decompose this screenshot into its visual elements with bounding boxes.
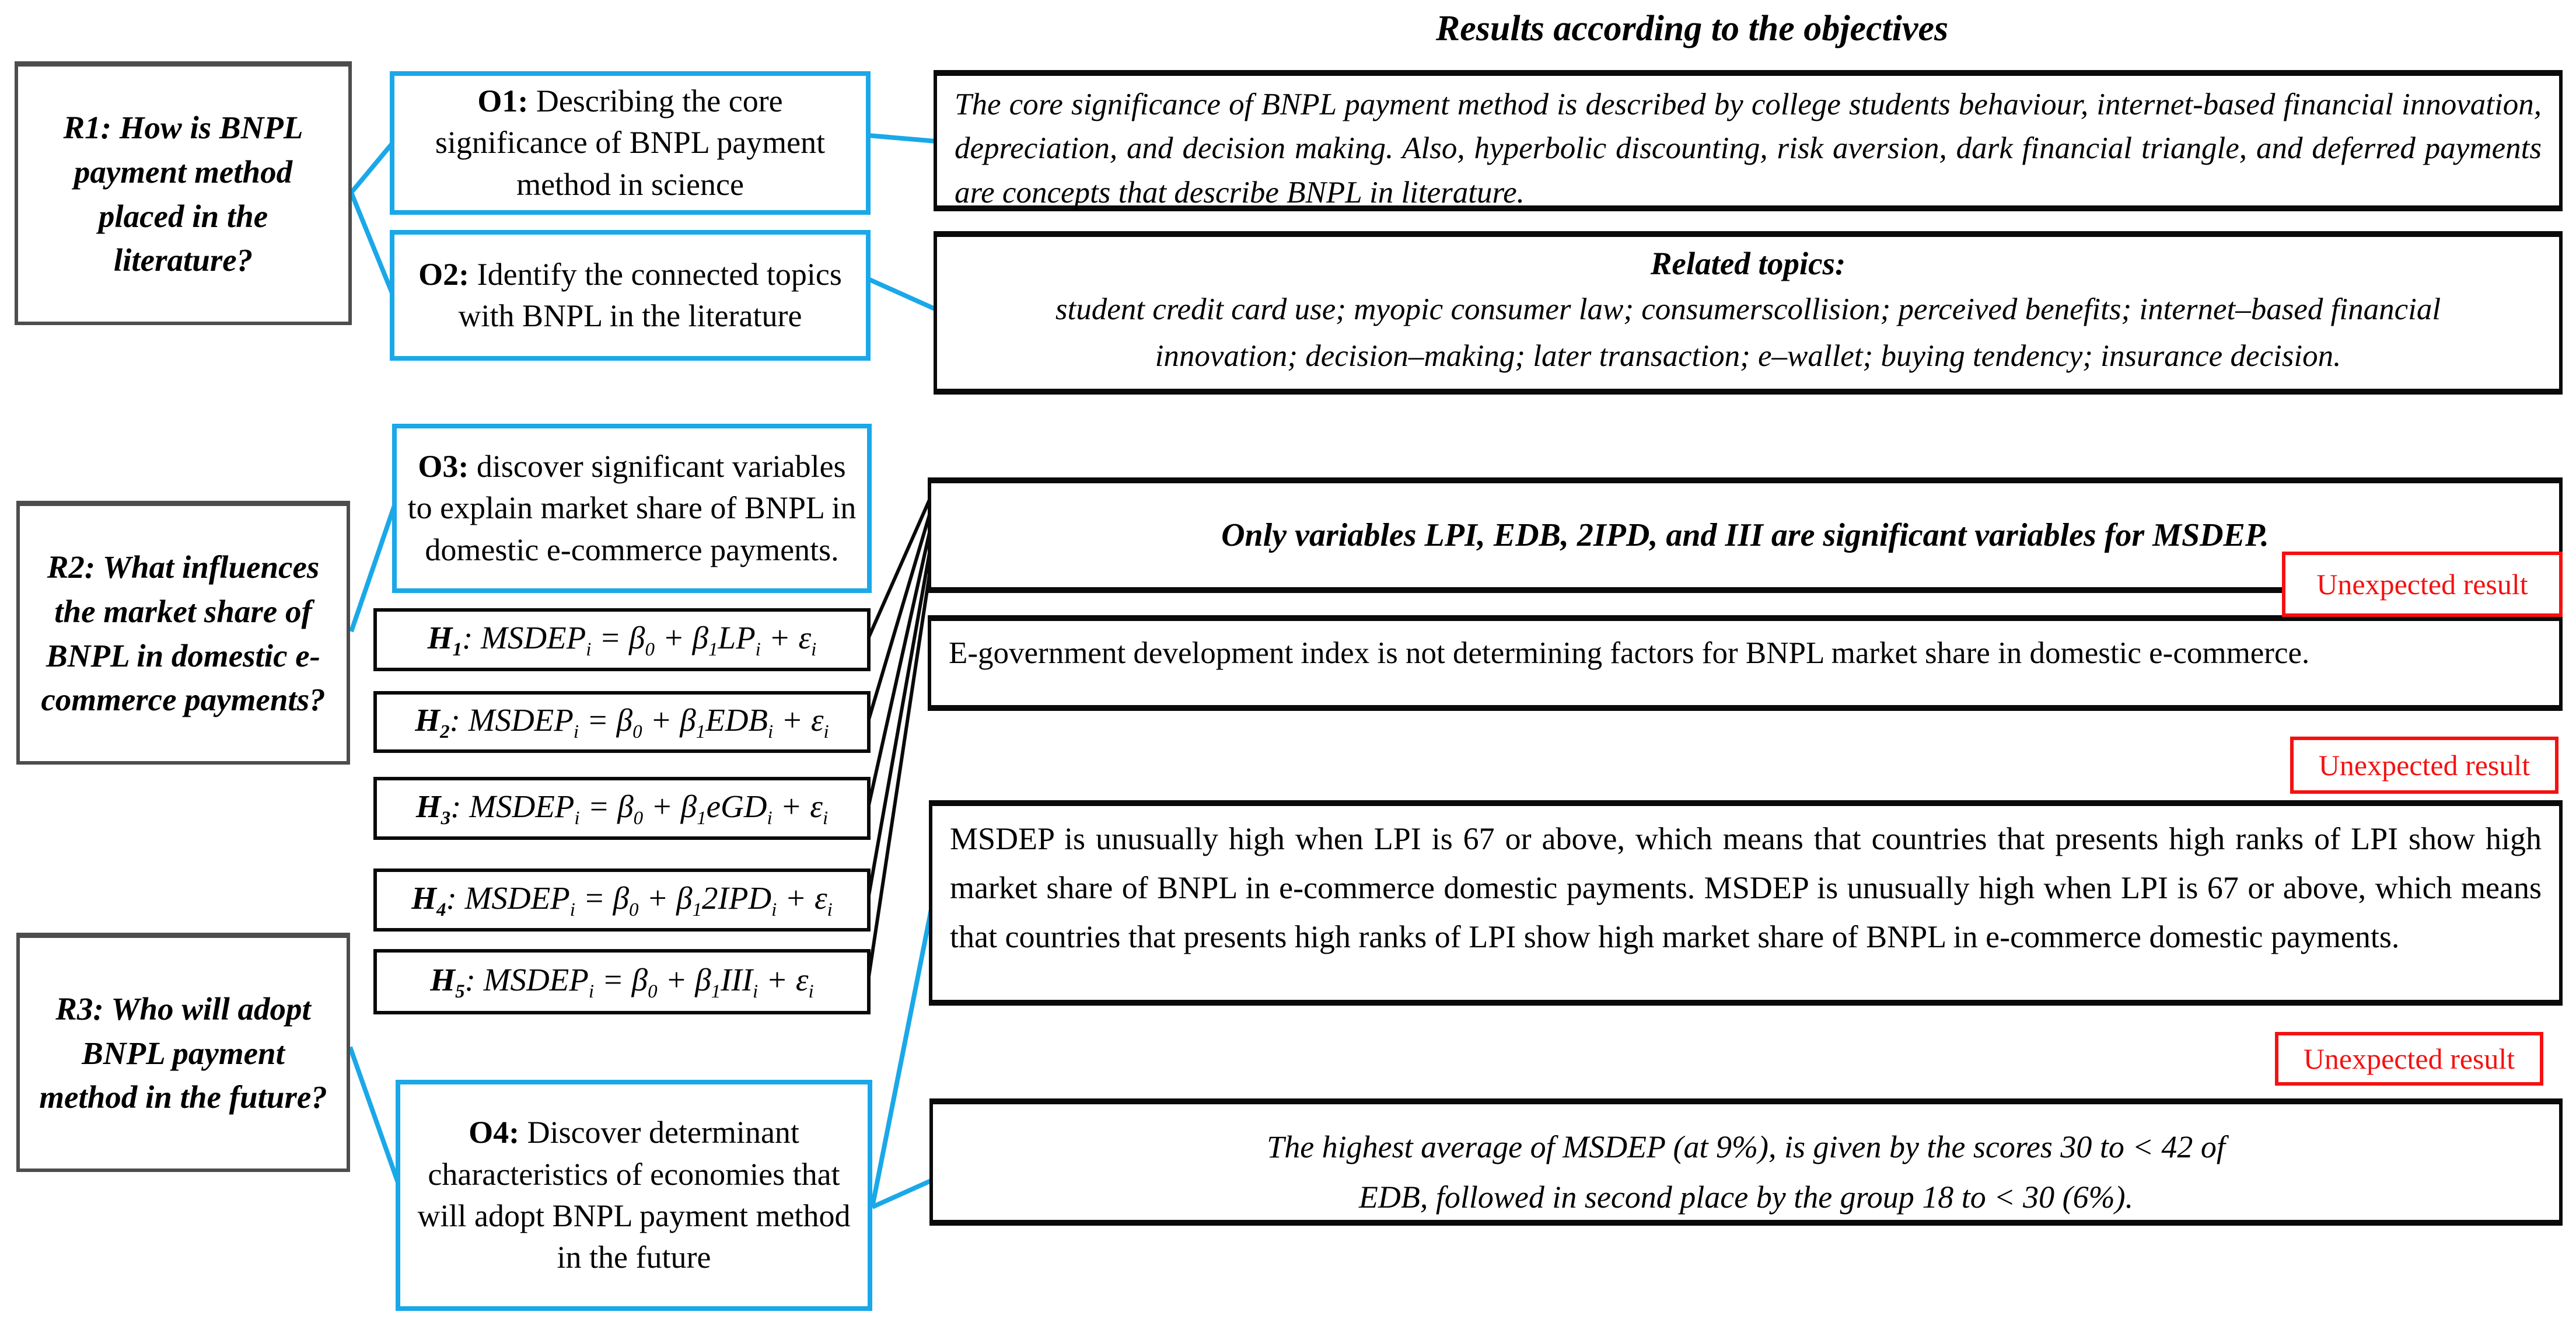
hypothesis-h2-formula: H2: MSDEPi = β0 + β1EDBi + εi bbox=[415, 702, 829, 742]
connector-h2-result bbox=[866, 493, 938, 722]
unexpected-result-badge-1-label: Unexpected result bbox=[2316, 568, 2528, 601]
objective-o1-text: O1: Describing the core significance of … bbox=[435, 83, 826, 202]
hypothesis-h4-formula: H4: MSDEPi = β0 + β12IPDi + εi bbox=[411, 880, 833, 920]
connector-r2-o3 bbox=[349, 504, 397, 633]
unexpected-result-badge-3: Unexpected result bbox=[2275, 1032, 2543, 1086]
hypothesis-h3-formula: H3: MSDEPi = β0 + β1eGDi + εi bbox=[415, 788, 829, 829]
research-question-r3-box: R3: Who will adopt BNPL payment method i… bbox=[16, 933, 350, 1172]
connector-o1-result bbox=[868, 133, 936, 144]
objective-o3-text: O3: discover significant variables to ex… bbox=[407, 449, 857, 567]
connector-h3-result bbox=[866, 498, 939, 808]
hypothesis-h5-formula: H5: MSDEPi = β0 + β1IIIi + εi bbox=[430, 961, 814, 1002]
unexpected-result-badge-2-label: Unexpected result bbox=[2318, 749, 2530, 782]
unexpected-result-badge-2: Unexpected result bbox=[2290, 737, 2558, 794]
objective-o2-box: O2: Identify the connected topics with B… bbox=[390, 230, 871, 361]
result-lpi-text: MSDEP is unusually high when LPI is 67 o… bbox=[950, 821, 2542, 955]
hypothesis-h1-box: H1: MSDEPi = β0 + β1LPi + εi bbox=[373, 608, 871, 671]
figure-title: Results according to the objectives bbox=[1435, 9, 1949, 48]
result-o2-heading: Related topics: bbox=[1650, 246, 1846, 281]
research-question-r1-text: R1: How is BNPL payment method placed in… bbox=[63, 109, 303, 278]
connector-r1-o2 bbox=[349, 191, 394, 294]
result-o2-text: student credit card use; myopic consumer… bbox=[1055, 292, 2441, 373]
objective-o3-box: O3: discover significant variables to ex… bbox=[392, 424, 872, 593]
result-o1-text: The core significance of BNPL payment me… bbox=[955, 88, 2542, 210]
connector-h5-result bbox=[866, 508, 941, 981]
result-o2-box: Related topics: student credit card use;… bbox=[934, 231, 2563, 395]
objective-o4-text: O4: Discover determinant characteristics… bbox=[417, 1115, 851, 1275]
connector-o4-result bbox=[871, 1177, 936, 1209]
hypothesis-h5-box: H5: MSDEPi = β0 + β1IIIi + εi bbox=[373, 949, 871, 1014]
result-o3-text: Only variables LPI, EDB, 2IPD, and III a… bbox=[1221, 517, 2269, 553]
objective-o1-label: O1: bbox=[477, 83, 529, 119]
connector-o2-result bbox=[867, 277, 937, 312]
result-o4-text: The highest average of MSDEP (at 9%), is… bbox=[1267, 1129, 2225, 1215]
result-egov-text: E-government development index is not de… bbox=[949, 636, 2310, 670]
result-o1-box: The core significance of BNPL payment me… bbox=[934, 70, 2563, 211]
objective-o1-box: O1: Describing the core significance of … bbox=[390, 71, 871, 215]
research-question-r2-text: R2: What influences the market share of … bbox=[41, 549, 326, 718]
unexpected-result-badge-1: Unexpected result bbox=[2282, 552, 2563, 617]
unexpected-result-badge-3-label: Unexpected result bbox=[2303, 1042, 2515, 1075]
hypothesis-h3-box: H3: MSDEPi = β0 + β1eGDi + εi bbox=[373, 777, 871, 840]
connector-h4-result bbox=[866, 503, 940, 899]
result-egov-box: E-government development index is not de… bbox=[928, 615, 2563, 711]
objective-o4-box: O4: Discover determinant characteristics… bbox=[396, 1080, 872, 1311]
hypothesis-h2-box: H2: MSDEPi = β0 + β1EDBi + εi bbox=[373, 691, 871, 753]
connector-r1-o1 bbox=[349, 142, 394, 194]
objective-o2-label: O2: bbox=[418, 256, 470, 292]
result-o3-box: Only variables LPI, EDB, 2IPD, and III a… bbox=[928, 477, 2563, 593]
result-lpi-box: MSDEP is unusually high when LPI is 67 o… bbox=[929, 800, 2563, 1006]
connector-o4-lpi-result bbox=[870, 903, 935, 1208]
objective-o4-label: O4: bbox=[469, 1115, 520, 1150]
research-question-r2-box: R2: What influences the market share of … bbox=[16, 501, 350, 765]
connector-h1-result bbox=[866, 487, 936, 640]
hypothesis-h4-box: H4: MSDEPi = β0 + β12IPDi + εi bbox=[373, 868, 871, 932]
connector-r3-o4 bbox=[348, 1046, 400, 1184]
result-o4-box: The highest average of MSDEP (at 9%), is… bbox=[929, 1098, 2563, 1226]
research-question-r3-text: R3: Who will adopt BNPL payment method i… bbox=[39, 990, 327, 1115]
objective-o2-text: O2: Identify the connected topics with B… bbox=[418, 256, 842, 333]
research-question-r1-box: R1: How is BNPL payment method placed in… bbox=[15, 61, 352, 325]
hypothesis-h1-formula: H1: MSDEPi = β0 + β1LPi + εi bbox=[427, 619, 817, 660]
objective-o3-label: O3: bbox=[418, 449, 469, 484]
